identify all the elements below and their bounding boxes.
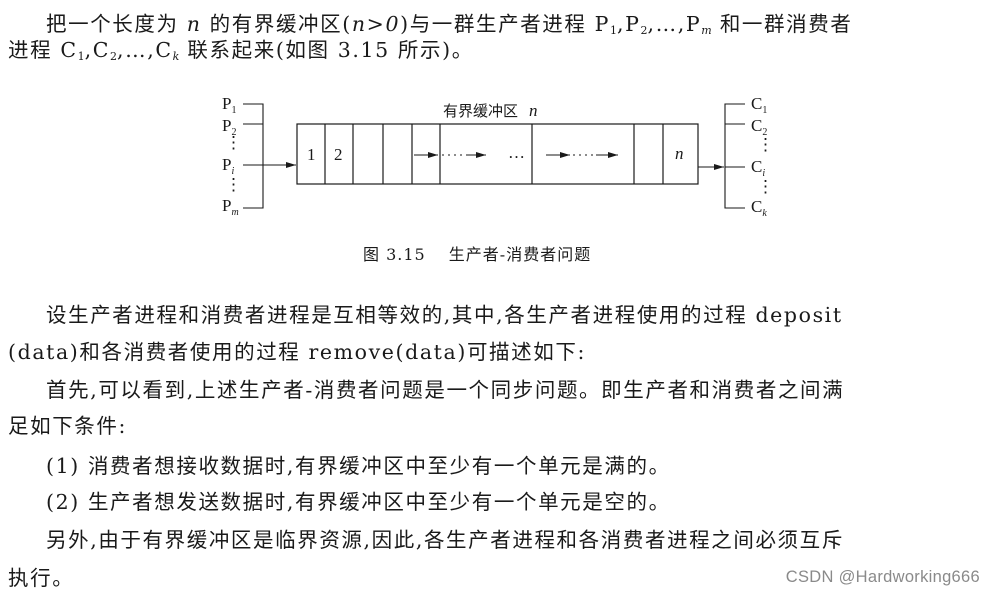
condition-2: (2) 生产者想发送数据时,有界缓冲区中至少有一个单元是空的。: [46, 490, 671, 514]
svg-text:⋮: ⋮: [225, 175, 242, 194]
var-n: n: [186, 12, 202, 36]
producer-labels: P1 P2 ⋮ Pi ⋮ Pm: [222, 94, 242, 218]
text: 和一群消费者: [711, 12, 853, 36]
buffer-title-var: n: [529, 101, 538, 120]
sub: 1: [610, 24, 618, 37]
para-1-line-1: 设生产者进程和消费者进程是互相等效的,其中,各生产者进程使用的过程 deposi…: [46, 303, 843, 327]
text: 联系起来(如图 3.15 所示)。: [179, 38, 474, 62]
svg-text:⋮: ⋮: [757, 135, 774, 154]
intro-line-2: 进程 C1,C2,…,Ck 联系起来(如图 3.15 所示)。: [8, 37, 474, 70]
producer-bracket: [243, 103, 296, 209]
cell-n: n: [675, 144, 684, 163]
text: ,…,C: [117, 38, 173, 62]
svg-text:P2: P2: [222, 116, 236, 138]
consumer-labels: C1 C2 ⋮ Ci ⋮ Ck: [751, 94, 774, 219]
svg-text:P1: P1: [222, 94, 236, 116]
sub: 2: [640, 24, 648, 37]
condition-1: (1) 消费者想接收数据时,有界缓冲区中至少有一个单元是满的。: [46, 454, 671, 478]
cell-1: 1: [307, 145, 316, 164]
para-3-line-2: 执行。: [8, 566, 75, 590]
cell-2: 2: [334, 145, 343, 164]
figure-caption: 图 3.15 生产者-消费者问题: [363, 245, 592, 264]
svg-text:Ck: Ck: [751, 197, 767, 219]
producer-consumer-diagram: 有界缓冲区 n 1 2 n … P1 P2 ⋮ Pi ⋮ Pm: [222, 94, 774, 219]
text: 进程 C: [8, 38, 78, 62]
intro-line-1: 把一个长度为 n 的有界缓冲区(n>0)与一群生产者进程 P1,P2,…,Pm …: [46, 11, 852, 44]
para-1-line-2: (data)和各消费者使用的过程 remove(data)可描述如下:: [8, 340, 586, 364]
sub: m: [701, 24, 712, 37]
svg-text:⋮: ⋮: [225, 133, 242, 152]
consumer-bracket: [698, 103, 745, 209]
sub: 2: [110, 50, 118, 63]
para-2-line-2: 足如下条件:: [8, 414, 128, 438]
condition: n>0: [351, 12, 401, 36]
text: 的有界缓冲区(: [201, 12, 352, 36]
svg-text:⋮: ⋮: [757, 177, 774, 196]
text: ,…,P: [647, 12, 702, 36]
svg-text:C1: C1: [751, 94, 767, 116]
svg-text:C2: C2: [751, 116, 767, 138]
buffer-title: 有界缓冲区: [443, 102, 518, 120]
sub: k: [172, 50, 180, 63]
para-2-line-1: 首先,可以看到,上述生产者-消费者问题是一个同步问题。即生产者和消费者之间满: [46, 378, 845, 402]
svg-text:Pi: Pi: [222, 155, 234, 177]
svg-text:Ci: Ci: [751, 157, 765, 179]
sub: 1: [77, 50, 85, 63]
text: )与一群生产者进程 P: [400, 12, 611, 36]
text: ,P: [617, 12, 641, 36]
watermark: CSDN @Hardworking666: [785, 568, 980, 586]
svg-text:Pm: Pm: [222, 196, 239, 218]
cell-ellipsis: …: [508, 143, 525, 162]
buffer-box: [296, 123, 699, 185]
text: ,C: [84, 38, 111, 62]
para-3-line-1: 另外,由于有界缓冲区是临界资源,因此,各生产者进程和各消费者进程之间必须互斥: [46, 528, 844, 552]
text: 把一个长度为: [46, 12, 187, 36]
